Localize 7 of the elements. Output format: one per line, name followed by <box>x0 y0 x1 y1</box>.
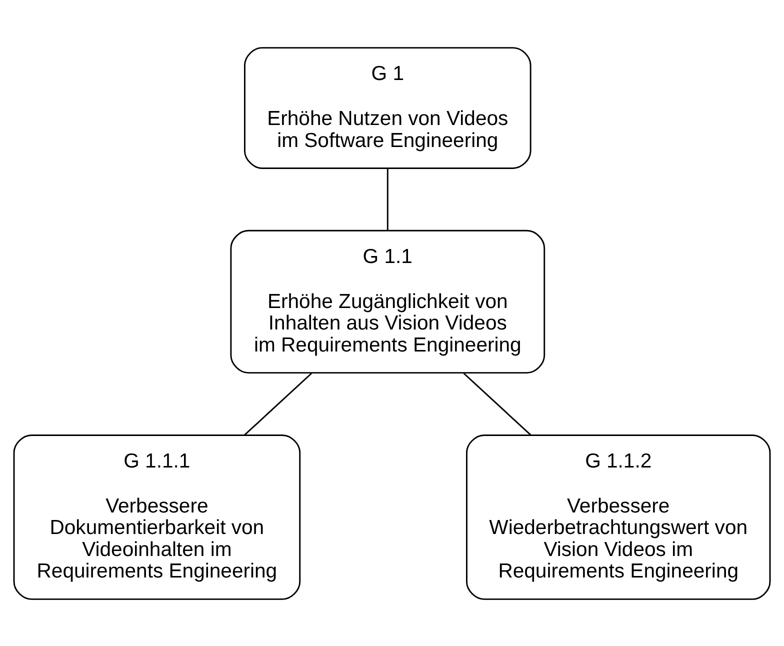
node-box: G 1.1.2 Verbessere Wiederbetrachtungswert von Vision Videos im Requirements Engineering <box>466 434 771 600</box>
node-box: G 1.1 Erhöhe Zugänglichkeit von Inhalten aus Vision Videos im Requirements Engineering <box>230 229 546 374</box>
node-box: G 1 Erhöhe Nutzen von Videos im Software Engineering <box>244 46 532 168</box>
connector <box>244 372 312 435</box>
node-box: G 1.1.1 Verbessere Dokumentierbarkeit von Videoinhalten im Requirements Engineering <box>13 434 301 600</box>
connector <box>386 168 388 230</box>
connector <box>463 372 532 435</box>
